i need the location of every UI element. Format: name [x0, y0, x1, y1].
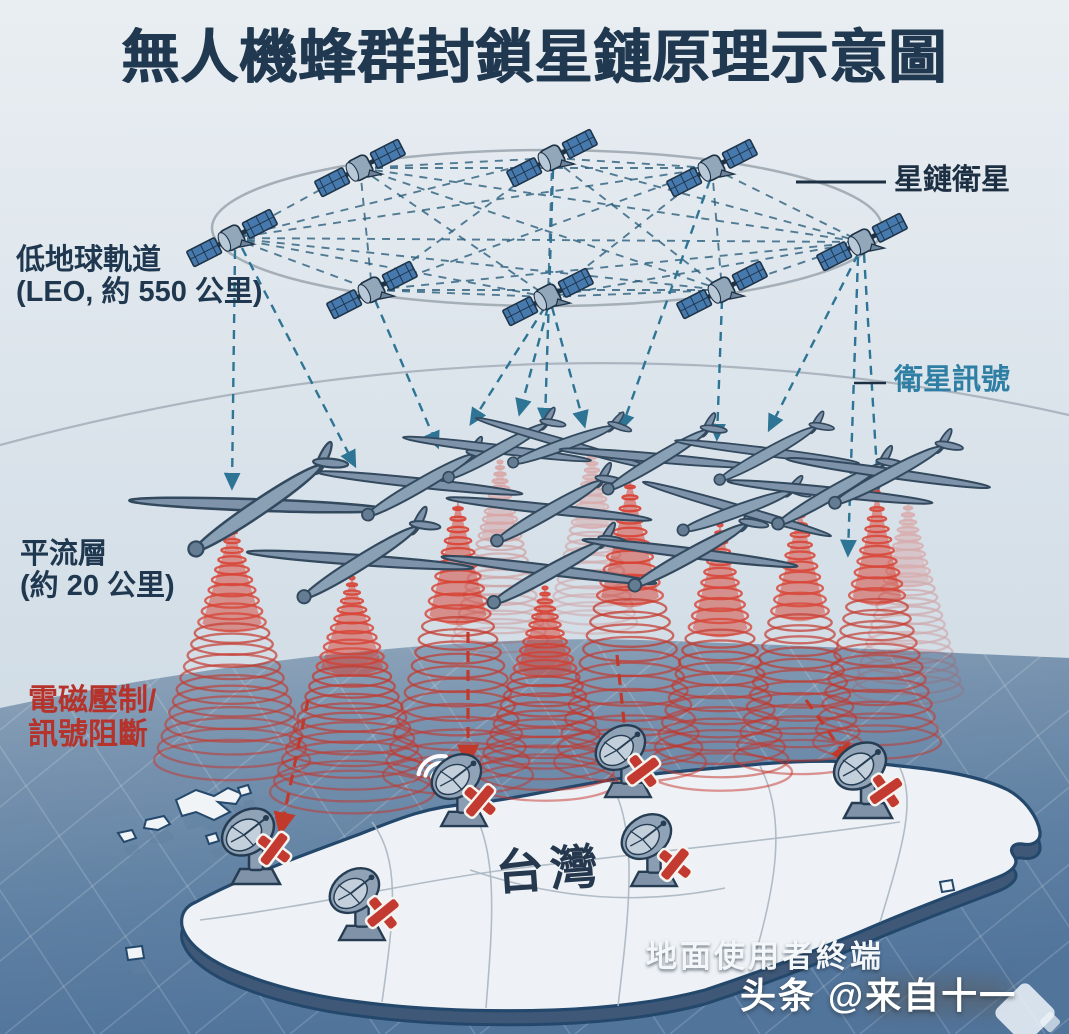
taiwan-label: 台灣 — [494, 840, 606, 901]
blurred-smudge — [862, 978, 1012, 1014]
leo-orbit-label: 低地球軌道 (LEO, 約 550 公里) — [16, 244, 263, 309]
stratosphere-label-line1: 平流層 — [20, 538, 108, 570]
earth-ocean — [0, 639, 1069, 1034]
starlink-satellite-label: 星鏈衛星 — [894, 164, 1011, 196]
orbit-ring — [210, 148, 884, 308]
ground-terminal-label: 地面使用者終端 — [646, 939, 884, 974]
stratosphere-label-line2: (約 20 公里) — [20, 570, 175, 603]
leo-orbit-label-line1: 低地球軌道 — [16, 244, 162, 276]
stratosphere-label: 平流層 (約 20 公里) — [20, 538, 175, 603]
jamming-label-line2: 訊號阻斷 — [28, 717, 148, 751]
leo-orbit-label-line2: (LEO, 約 550 公里) — [16, 276, 263, 309]
watermark-text: 头条 @来自十一 — [740, 975, 1018, 1016]
jamming-label-line1: 電磁壓制/ — [28, 684, 157, 717]
jamming-label: 電磁壓制/ 訊號阻斷 — [28, 684, 156, 751]
satellite-signal-label: 衛星訊號 — [894, 364, 1011, 396]
diagram-title: 無人機蜂群封鎖星鏈原理示意圖 — [121, 25, 948, 90]
satellite-signal-arrows — [223, 169, 886, 558]
atmosphere-arc — [0, 362, 1069, 447]
